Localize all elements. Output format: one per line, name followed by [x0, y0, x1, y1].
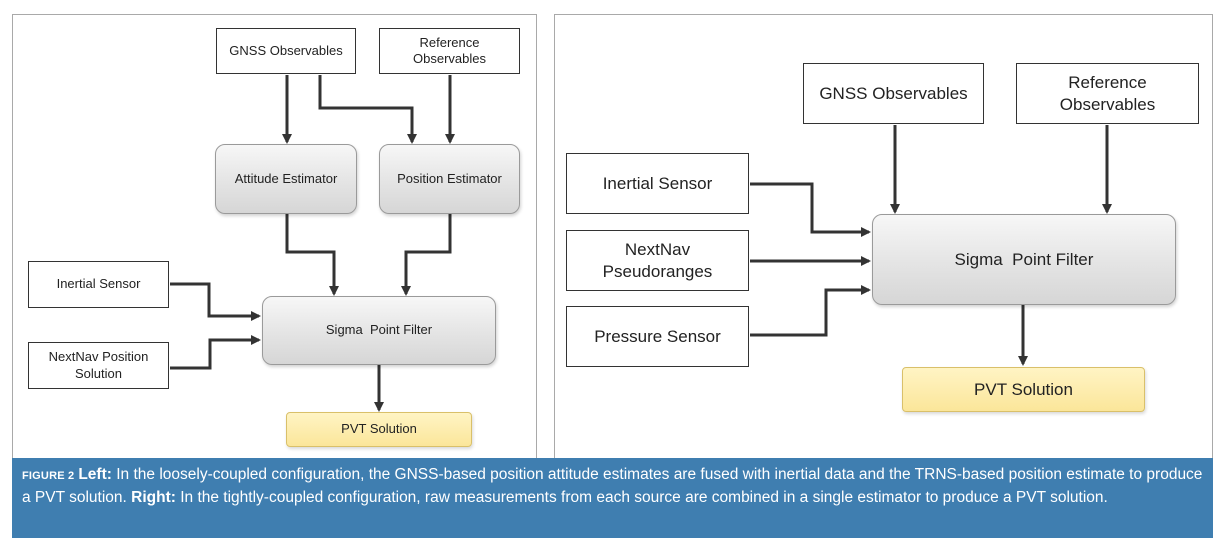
position-estimator-label: Position Estimator [397, 170, 502, 186]
left-gnss-observables-label: GNSS Observables [229, 42, 343, 58]
left-diagram-panel [12, 14, 537, 462]
left-reference-observables-box: Reference Observables [379, 28, 520, 74]
right-pvt-solution-box: PVT Solution [902, 367, 1145, 412]
left-pvt-solution-label: PVT Solution [341, 421, 417, 437]
right-gnss-observables-box: GNSS Observables [803, 63, 984, 124]
right-pvt-solution-label: PVT Solution [974, 379, 1073, 399]
left-sigma-point-filter-box: Sigma Point Filter [262, 296, 496, 365]
nextnav-pseudoranges-label: NextNav Pseudoranges [602, 240, 713, 281]
left-inertial-sensor-box: Inertial Sensor [28, 261, 169, 308]
nextnav-position-solution-box: NextNav Position Solution [28, 342, 169, 389]
caption-right-heading: Right: [131, 489, 176, 506]
left-gnss-observables-box: GNSS Observables [216, 28, 356, 74]
left-pvt-solution-box: PVT Solution [286, 412, 472, 447]
pressure-sensor-box: Pressure Sensor [566, 306, 749, 367]
right-inertial-sensor-box: Inertial Sensor [566, 153, 749, 214]
left-sigma-point-filter-label: Sigma Point Filter [325, 322, 433, 338]
right-reference-observables-label: Reference Observables [1059, 73, 1156, 114]
attitude-estimator-label: Attitude Estimator [234, 170, 338, 186]
caption-left-text: In the loosely-coupled configuration, th… [22, 466, 1203, 506]
caption-right-text: In the tightly-coupled configuration, ra… [175, 489, 1108, 506]
figure-label: FIGURE 2 [22, 470, 75, 482]
right-sigma-point-filter-label: Sigma Point Filter [954, 249, 1094, 269]
right-sigma-point-filter-box: Sigma Point Filter [872, 214, 1176, 305]
nextnav-pseudoranges-box: NextNav Pseudoranges [566, 230, 749, 291]
nextnav-position-solution-label: NextNav Position Solution [48, 349, 149, 381]
right-reference-observables-box: Reference Observables [1016, 63, 1199, 124]
right-gnss-observables-label: GNSS Observables [819, 83, 968, 103]
pressure-sensor-label: Pressure Sensor [594, 326, 721, 346]
attitude-estimator-box: Attitude Estimator [215, 144, 357, 214]
position-estimator-box: Position Estimator [379, 144, 520, 214]
left-reference-observables-label: Reference Observables [413, 34, 486, 66]
right-inertial-sensor-label: Inertial Sensor [602, 173, 713, 193]
left-inertial-sensor-label: Inertial Sensor [56, 276, 141, 292]
caption-left-heading: Left: [78, 466, 112, 483]
